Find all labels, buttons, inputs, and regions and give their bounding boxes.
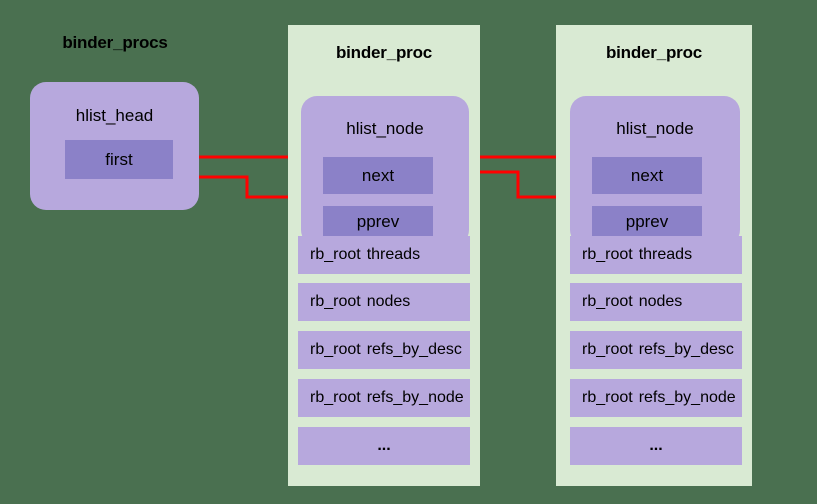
row-type-label: rb_root: [582, 389, 633, 406]
binder-proc-1-row-ellipsis: ...: [298, 427, 470, 465]
binder-proc-2-pprev-field: pprev: [592, 206, 702, 238]
hlist-head-label: hlist_head: [75, 106, 154, 125]
binder-proc-2-hlist-node-box: hlist_node next pprev: [570, 96, 740, 246]
row-type-label: rb_root: [582, 246, 633, 263]
hlist-head-first-field: first: [65, 140, 173, 179]
row-name-label: refs_by_node: [366, 389, 464, 406]
binder-proc-1-pprev-field: pprev: [323, 206, 433, 238]
binder-proc-2-next-field: next: [592, 157, 702, 194]
binder-proc-1-row-refs-by-node: rb_root refs_by_node: [298, 379, 470, 417]
binder-proc-1-title: binder_proc: [335, 43, 433, 62]
binder-proc-2-row-refs-by-node: rb_root refs_by_node: [570, 379, 742, 417]
row-type-label: rb_root: [582, 341, 633, 358]
binder-proc-2-hlist-node-label: hlist_node: [616, 119, 694, 138]
binder-proc-2-container: binder_proc hlist_node next pprev rb_roo…: [556, 25, 752, 486]
row-name-label: ...: [377, 437, 391, 454]
row-type-label: rb_root: [310, 389, 361, 406]
row-type-label: rb_root: [310, 341, 361, 358]
row-name-label: refs_by_desc: [638, 341, 734, 358]
row-name-label: threads: [638, 246, 693, 263]
binder-proc-1-row-refs-by-desc: rb_root refs_by_desc: [298, 331, 470, 369]
binder-proc-2-row-nodes: rb_root nodes: [570, 283, 742, 321]
row-name-label: refs_by_desc: [366, 341, 462, 358]
row-name-label: nodes: [366, 293, 411, 310]
row-name-label: refs_by_node: [638, 389, 736, 406]
row-type-label: rb_root: [310, 293, 361, 310]
binder-proc-2-row-threads: rb_root threads: [570, 236, 742, 274]
binder-proc-2-title: binder_proc: [605, 43, 703, 62]
hlist-head-box: hlist_head first: [30, 82, 199, 210]
binder-proc-1-container: binder_proc hlist_node next pprev rb_roo…: [288, 25, 480, 486]
row-name-label: threads: [366, 246, 421, 263]
binder-proc-2-row-refs-by-desc: rb_root refs_by_desc: [570, 331, 742, 369]
binder-proc-1-hlist-node-box: hlist_node next pprev: [301, 96, 469, 246]
binder-proc-1-row-nodes: rb_root nodes: [298, 283, 470, 321]
row-name-label: nodes: [638, 293, 683, 310]
binder-proc-1-row-threads: rb_root threads: [298, 236, 470, 274]
row-type-label: rb_root: [582, 293, 633, 310]
binder-proc-1-hlist-node-label: hlist_node: [346, 119, 424, 138]
binder-proc-2-row-ellipsis: ...: [570, 427, 742, 465]
row-type-label: rb_root: [310, 246, 361, 263]
row-name-label: ...: [649, 437, 663, 454]
binder-proc-1-next-field: next: [323, 157, 433, 194]
binder-procs-title: binder_procs: [62, 33, 168, 52]
